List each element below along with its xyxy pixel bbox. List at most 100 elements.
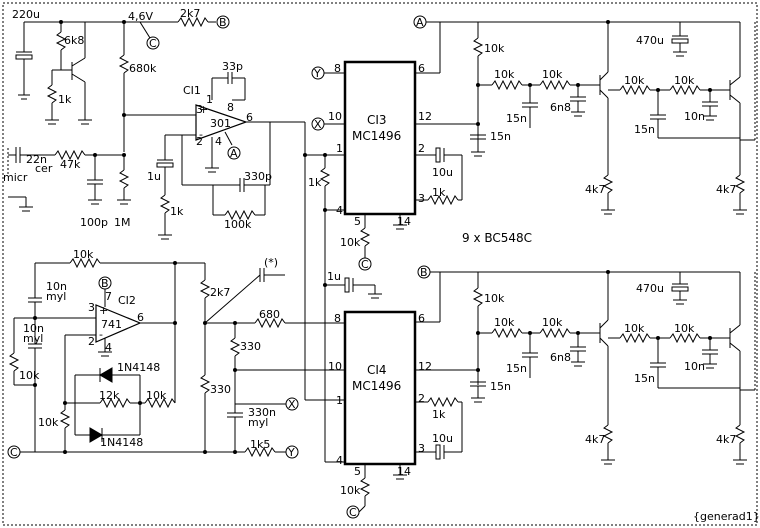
myl-3-label: myl	[248, 416, 268, 429]
amp1-c15n-1: 15n	[490, 130, 511, 143]
svg-text:14: 14	[397, 465, 411, 478]
svg-text:2: 2	[88, 335, 95, 348]
res-47k-label: 47k	[60, 158, 81, 171]
amp2-r10k-3: 10k	[542, 316, 563, 329]
amp1-r4k7-1: 4k7	[585, 183, 605, 196]
res-10k-a-label: 10k	[340, 236, 361, 249]
node-y-ci2: Y	[287, 446, 295, 459]
node-x-ci2: X	[288, 398, 296, 411]
node-a-ci1: A	[230, 147, 238, 160]
svg-text:5: 5	[354, 215, 361, 228]
node-c-ci4: C	[349, 506, 357, 519]
node-x-ci3: X	[314, 118, 322, 131]
filter-stage-top: 10k 15n 10k 15n 6n8 10k	[470, 20, 756, 215]
pin2-ci1: 2	[196, 135, 203, 148]
ci4-mc1496: CI4 MC1496 8 10 1 4 5 14 6 12 2 3 10k C …	[304, 155, 740, 519]
res-100k-label: 100k	[224, 218, 252, 231]
amp1-r10k-1: 10k	[484, 42, 505, 55]
res-12k-label: 12k	[99, 389, 120, 402]
res-10k-b-label: 10k	[19, 369, 40, 382]
node-b-top: B	[219, 16, 227, 29]
svg-text:4: 4	[336, 454, 343, 467]
svg-text:+: +	[99, 304, 108, 317]
node-y-ci3: Y	[313, 67, 321, 80]
amp2-r10k-2: 10k	[494, 316, 515, 329]
coupling-1u: 1u	[323, 270, 382, 299]
ci1-opamp-301: 301 CI1 3 2 1 8 4 6 + - 33p A	[147, 60, 307, 240]
amp1-c15n-2: 15n	[506, 112, 527, 125]
res-10k-top-label: 10k	[73, 248, 94, 261]
op301-label: 301	[210, 117, 231, 130]
svg-text:6: 6	[137, 311, 144, 324]
cap-10n-myl2-label: 10n	[23, 322, 44, 335]
pin3-ci1: 3	[196, 103, 203, 116]
svg-text:2: 2	[418, 142, 425, 155]
filter-stage-bottom: 10k 15n 10k 15n 6n8 10k	[470, 270, 756, 465]
amp1-r10k-4: 10k	[624, 74, 645, 87]
voltage-4v6-label: 4,6V	[128, 10, 153, 23]
svg-text:12: 12	[418, 360, 432, 373]
svg-text:10: 10	[328, 110, 342, 123]
op741-label: 741	[101, 318, 122, 331]
amp2-c15n-2: 15n	[506, 362, 527, 375]
cap-330p-label: 330p	[244, 170, 272, 183]
svg-text:4: 4	[105, 341, 112, 354]
svg-text:-: -	[99, 328, 103, 341]
amp1-c10n: 10n	[684, 110, 705, 123]
amp1-r10k-5: 10k	[674, 74, 695, 87]
res-6k8-label: 6k8	[64, 34, 84, 47]
svg-text:12: 12	[418, 110, 432, 123]
svg-text:8: 8	[334, 312, 341, 325]
node-c-top: C	[149, 37, 157, 50]
svg-text:6: 6	[418, 62, 425, 75]
cap-33p-label: 33p	[222, 60, 243, 73]
res-1k-b-label: 1k	[170, 205, 184, 218]
res-330b-label: 330	[210, 383, 231, 396]
node-a-top: A	[416, 16, 424, 29]
res-2k7-b-label: 2k7	[210, 286, 230, 299]
amp2-r4k7-1: 4k7	[585, 433, 605, 446]
cap-22n-label: 22n	[26, 153, 47, 166]
amp1-r10k-2: 10k	[494, 68, 515, 81]
pin1-ci1: 1	[206, 93, 213, 106]
res-10k-d-label: 10k	[38, 416, 59, 429]
micr-label: micr	[3, 171, 28, 184]
amp1-c470u: 470u	[636, 34, 664, 47]
amp2-r4k7-2: 4k7	[716, 433, 736, 446]
amp2-r10k-1: 10k	[484, 292, 505, 305]
pin8-ci1: 8	[227, 101, 234, 114]
svg-text:1: 1	[336, 142, 343, 155]
ci4-part-label: MC1496	[352, 379, 401, 393]
cap-star-label: (*)	[264, 256, 278, 269]
cap-1u-label: 1u	[147, 170, 161, 183]
svg-text:3: 3	[88, 301, 95, 314]
svg-text:-: -	[199, 128, 203, 141]
pin6-ci1: 6	[246, 111, 253, 124]
res-1k5-label: 1k5	[250, 438, 270, 451]
cap-10u-b-label: 10u	[432, 432, 453, 445]
diode-2-label: 1N4148	[100, 436, 143, 449]
res-10k-c-label: 10k	[146, 389, 167, 402]
cap-10n-myl-label: 10n	[46, 280, 67, 293]
myl-1-label: myl	[46, 290, 66, 303]
svg-text:3: 3	[418, 192, 425, 205]
svg-text:6: 6	[418, 312, 425, 325]
svg-text:3: 3	[418, 442, 425, 455]
ci2-opamp-741: 10k 10n myl 10k 10n myl 741 CI2 3 2 7 4 …	[7, 248, 345, 459]
diagram-title: {generad1}	[693, 510, 760, 523]
amp1-r10k-3: 10k	[542, 68, 563, 81]
amp2-c6n8: 6n8	[550, 351, 571, 364]
svg-text:10: 10	[328, 360, 342, 373]
node-b-ci2: B	[101, 277, 109, 290]
cap-220u-label: 220u	[12, 8, 40, 21]
diode-1-label: 1N4148	[117, 361, 160, 374]
node-c-ci3: C	[361, 258, 369, 271]
mic-preamp-section: 220u 4,6V 2k7 B C 6k8	[3, 7, 230, 229]
svg-text:8: 8	[334, 62, 341, 75]
node-c-ci2: C	[10, 446, 18, 459]
svg-text:5: 5	[354, 465, 361, 478]
svg-text:+: +	[199, 103, 208, 116]
amp1-r4k7-2: 4k7	[716, 183, 736, 196]
